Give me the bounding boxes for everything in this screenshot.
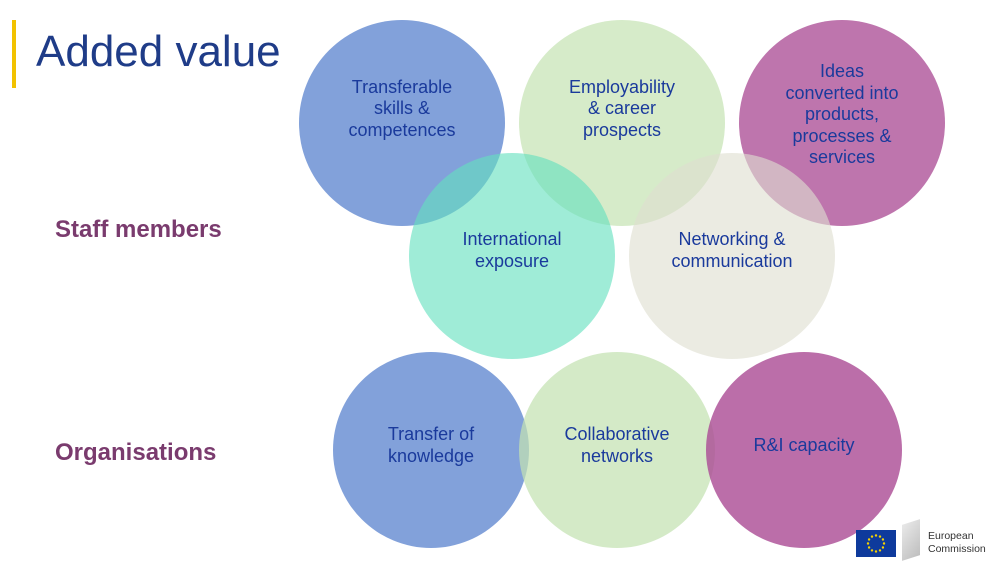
circle-label: Employability & career prospects bbox=[568, 76, 676, 140]
flag-star bbox=[878, 549, 882, 552]
circle-label: Ideas converted into products, processes… bbox=[785, 61, 899, 168]
logo-text-line2: Commission bbox=[928, 542, 986, 555]
circle-networking-communication: Networking & communication bbox=[629, 153, 835, 359]
circle-label: R&I capacity bbox=[753, 435, 855, 456]
flag-star bbox=[874, 534, 878, 537]
circle-label: Networking & communication bbox=[671, 229, 793, 271]
flag-star bbox=[881, 538, 885, 541]
flag-star bbox=[878, 535, 882, 538]
flag-star bbox=[867, 546, 871, 549]
title-accent-bar bbox=[12, 20, 16, 88]
row-label-staff: Staff members bbox=[55, 216, 222, 243]
circle-transferable-skills: Transferable skills & competences bbox=[299, 20, 505, 226]
circle-label: Collaborative networks bbox=[564, 424, 670, 466]
page-title: Added value bbox=[36, 27, 281, 76]
circle-ri-capacity: R&I capacity bbox=[706, 352, 902, 548]
flag-star bbox=[866, 542, 870, 545]
logo-text-line1: European bbox=[928, 530, 974, 542]
flag-star bbox=[870, 535, 874, 538]
circle-label: International exposure bbox=[462, 229, 562, 271]
flag-star bbox=[881, 546, 885, 549]
circle-international-exposure: International exposure bbox=[409, 153, 615, 359]
flag-star bbox=[867, 538, 871, 541]
logo-page-shape bbox=[902, 519, 920, 561]
flag-star bbox=[874, 550, 878, 553]
flag-star bbox=[882, 542, 886, 545]
european-commission-logo: European Commission bbox=[846, 518, 992, 561]
row-label-organisations: Organisations bbox=[55, 439, 217, 466]
eu-flag-icon bbox=[856, 530, 896, 557]
circle-label: Transfer of knowledge bbox=[387, 424, 475, 466]
flag-star bbox=[870, 549, 874, 552]
circle-collaborative-networks: Collaborative networks bbox=[519, 352, 715, 548]
logo-text: European Commission bbox=[928, 530, 986, 555]
circle-transfer-of-knowledge: Transfer of knowledge bbox=[333, 352, 529, 548]
circle-label: Transferable skills & competences bbox=[348, 76, 456, 140]
